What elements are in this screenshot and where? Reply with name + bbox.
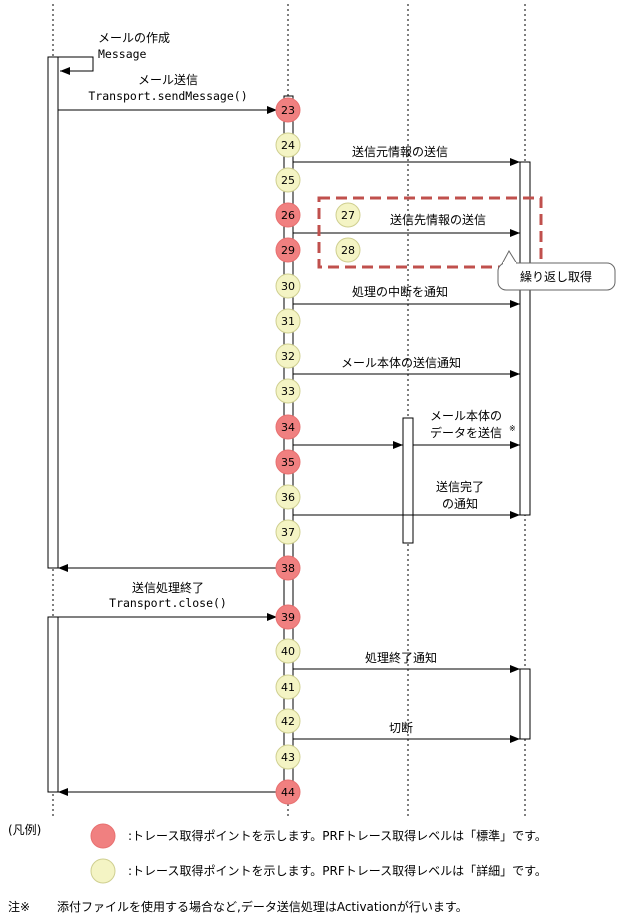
trace-point-36-circle — [275, 484, 301, 510]
trace-point-23-label: 23 — [281, 104, 295, 117]
label-body-data-2: データを送信 — [430, 425, 502, 440]
trace-point-28-circle — [335, 237, 361, 263]
message-arrows — [58, 106, 520, 796]
self-message-arrow — [58, 56, 94, 75]
label-send-mail: メール送信 — [138, 72, 198, 87]
trace-point-27-circle — [335, 202, 361, 228]
legend-standard-text: :トレース取得ポイントを示します。PRFトレース取得レベルは「標準」です。 — [128, 828, 547, 843]
trace-point-25-label: 25 — [281, 174, 295, 187]
trace-point-26-label: 26 — [281, 209, 295, 222]
repeat-region-box — [317, 196, 543, 269]
footnote-text: 添付ファイルを使用する場合など,データ送信処理はActivationが行います。 — [57, 899, 468, 914]
trace-point-43-label: 43 — [281, 751, 295, 764]
footnote-mark: 注※ — [8, 899, 30, 914]
trace-point-30-circle — [275, 273, 301, 299]
label-abort-notice: 処理の中断を通知 — [352, 284, 448, 299]
label-repeat-note: 繰り返し取得 — [520, 269, 592, 284]
trace-points: 23 24 25 26 27 28 29 30 31 32 33 34 35 36 37 38 39 40 41 42… — [275, 97, 361, 805]
label-end-notice: 処理終了通知 — [365, 650, 437, 665]
trace-point-31-label: 31 — [281, 315, 295, 328]
legend-detail-text: :トレース取得ポイントを示します。PRFトレース取得レベルは「詳細」です。 — [128, 863, 547, 878]
trace-point-38-circle — [275, 555, 301, 581]
activation-activation — [402, 417, 414, 544]
trace-point-37-circle — [275, 519, 301, 545]
trace-point-27-label: 27 — [341, 209, 355, 222]
legend-detail-circle — [90, 858, 116, 884]
trace-point-44-label: 44 — [281, 786, 295, 799]
trace-point-29-circle — [275, 237, 301, 263]
repeat-callout: 繰り返し取得 — [497, 249, 616, 291]
label-end-process-code: Transport.close() — [109, 596, 227, 610]
label-disconnect: 切断 — [389, 720, 413, 735]
label-body-notice: メール本体の送信通知 — [341, 355, 461, 370]
trace-point-23-circle — [275, 97, 301, 123]
activation-bars — [47, 56, 531, 803]
trace-point-25-circle — [275, 167, 301, 193]
trace-point-39-label: 39 — [281, 611, 295, 624]
trace-point-24-label: 24 — [281, 139, 295, 152]
trace-point-28-label: 28 — [341, 244, 355, 257]
trace-point-32-label: 32 — [281, 350, 295, 363]
trace-point-24-circle — [275, 132, 301, 158]
label-complete-2: の通知 — [442, 497, 478, 511]
activation-app-2 — [47, 616, 59, 793]
trace-point-37-label: 37 — [281, 526, 295, 539]
trace-point-31-circle — [275, 308, 301, 334]
trace-point-29-label: 29 — [281, 244, 295, 257]
label-create-mail: メールの作成 — [98, 31, 170, 45]
trace-point-44-circle — [275, 779, 301, 805]
trace-point-41-circle — [275, 674, 301, 700]
activation-app-1 — [47, 56, 59, 569]
trace-point-41-label: 41 — [281, 681, 295, 694]
label-complete-1: 送信完了 — [436, 479, 484, 494]
trace-point-33-circle — [275, 378, 301, 404]
label-body-data-mark: ※ — [509, 424, 516, 433]
trace-point-26-circle — [275, 202, 301, 228]
trace-point-42-circle — [275, 708, 301, 734]
label-send-to: 送信先情報の送信 — [390, 212, 486, 227]
label-end-process: 送信処理終了 — [132, 580, 204, 595]
activation-server-1 — [519, 161, 531, 516]
trace-point-34-label: 34 — [281, 421, 295, 434]
legend-standard-circle — [90, 823, 116, 849]
legend-title: (凡例) — [8, 823, 41, 837]
trace-point-32-circle — [275, 343, 301, 369]
trace-point-34-circle — [275, 414, 301, 440]
trace-point-40-label: 40 — [281, 645, 295, 658]
label-create-mail-code: Message — [98, 47, 147, 61]
trace-point-39-circle — [275, 604, 301, 630]
trace-point-35-label: 35 — [281, 456, 295, 469]
trace-point-35-circle — [275, 449, 301, 475]
activation-server-2 — [519, 668, 531, 740]
trace-point-38-label: 38 — [281, 562, 295, 575]
trace-point-33-label: 33 — [281, 385, 295, 398]
label-send-mail-code: Transport.sendMessage() — [88, 89, 247, 103]
trace-point-42-label: 42 — [281, 715, 295, 728]
label-body-data-1: メール本体の — [430, 409, 502, 423]
trace-point-36-label: 36 — [281, 491, 295, 504]
trace-point-40-circle — [275, 638, 301, 664]
trace-point-43-circle — [275, 744, 301, 770]
legend: (凡例) :トレース取得ポイントを示します。PRFトレース取得レベルは「標準」で… — [8, 823, 547, 884]
label-send-from: 送信元情報の送信 — [352, 144, 448, 159]
trace-point-30-label: 30 — [281, 280, 295, 293]
